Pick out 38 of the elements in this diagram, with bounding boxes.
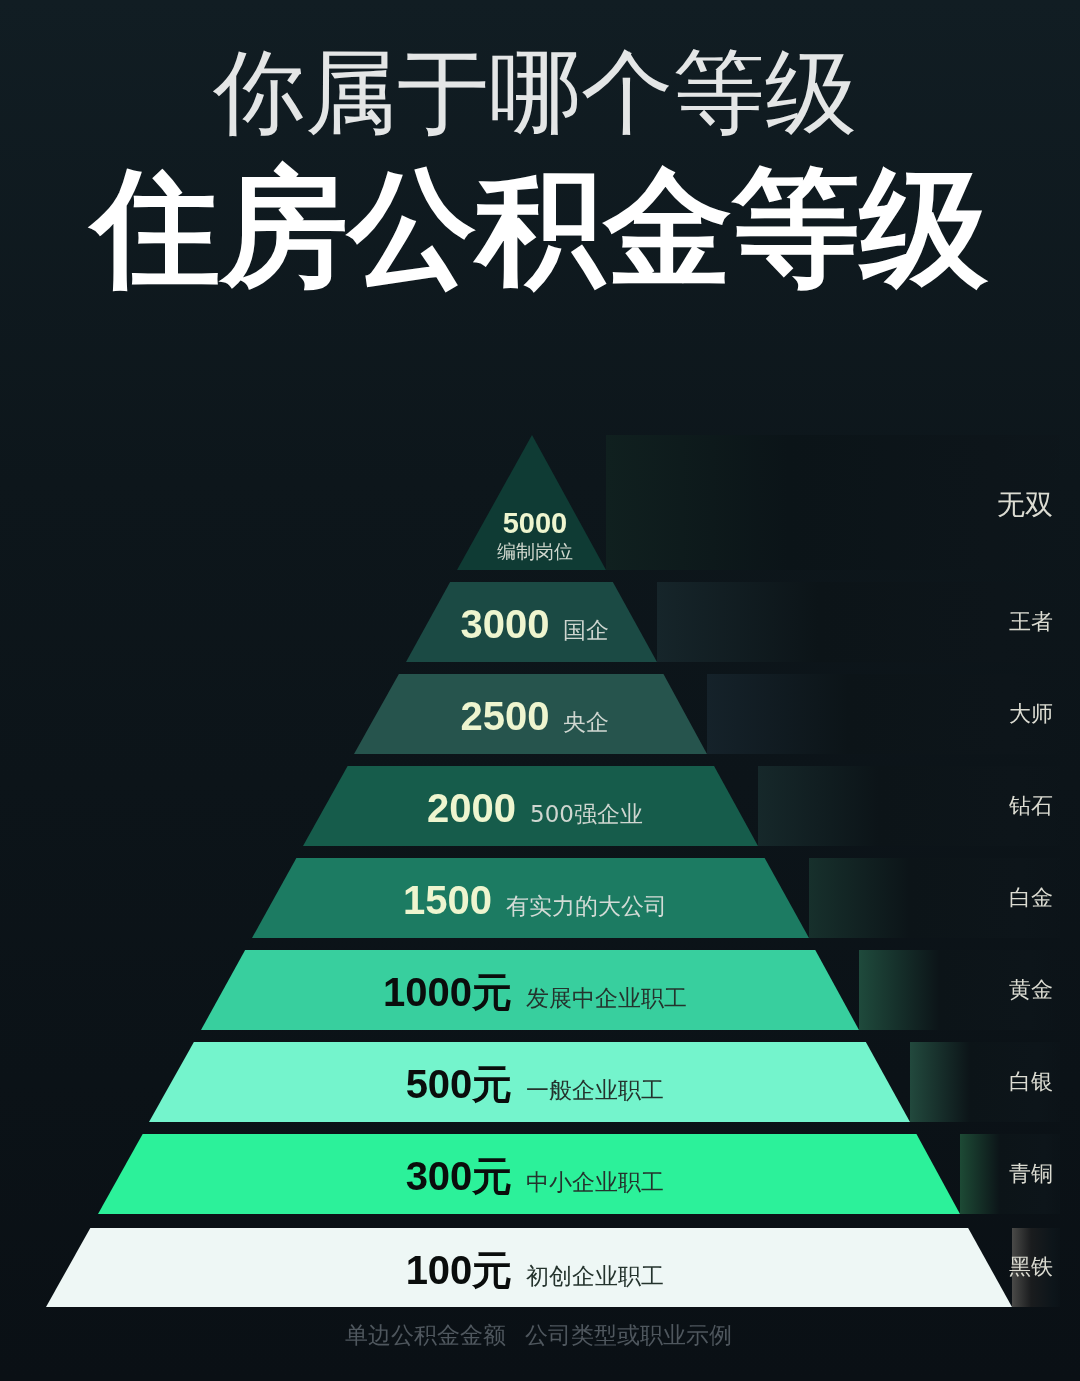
amount-value: 1500 (403, 877, 492, 923)
tier-name: 王者 (1009, 609, 1053, 636)
amount-value: 2000 (427, 785, 517, 831)
pyramid-tier (303, 766, 758, 846)
tier-name: 青铜 (1009, 1161, 1053, 1188)
tier-name: 黄金 (1009, 977, 1053, 1004)
tier-name: 无双 (997, 488, 1053, 522)
pyramid-tier (252, 858, 809, 938)
company-type: 国企 (563, 617, 610, 645)
tier-name: 大师 (1009, 701, 1053, 728)
amount-value: 500元 (405, 1061, 513, 1107)
tier-name: 白金 (1009, 885, 1053, 912)
company-type: 初创企业职工 (526, 1262, 665, 1291)
column-caption: 单边公积金金额 (345, 1322, 506, 1350)
company-type: 500强企业 (530, 801, 643, 829)
company-type: 央企 (563, 709, 610, 737)
company-type: 中小企业职工 (526, 1169, 665, 1197)
amount-value: 3000 (460, 601, 550, 647)
pyramid-tier (457, 435, 606, 570)
company-type: 发展中企业职工 (526, 985, 687, 1013)
subtitle: 你属于哪个等级 (213, 38, 857, 148)
tier-name: 钻石 (1009, 793, 1053, 820)
tier-name: 白银 (1009, 1069, 1053, 1096)
company-type: 编制岗位 (497, 540, 573, 564)
amount-value: 300元 (405, 1153, 513, 1199)
column-caption: 公司类型或职业示例 (525, 1322, 732, 1350)
tier-name: 黑铁 (1009, 1254, 1053, 1281)
amount-value: 2500 (460, 693, 550, 739)
amount-value: 1000元 (383, 969, 512, 1015)
pyramid-tier (201, 950, 859, 1030)
company-type: 一般企业职工 (526, 1077, 665, 1105)
pyramid-tier (149, 1042, 910, 1122)
amount-value: 5000 (502, 506, 568, 541)
pyramid-tier (406, 582, 657, 662)
company-type: 有实力的大公司 (506, 893, 667, 921)
pyramid-tier (354, 674, 707, 754)
amount-value: 100元 (405, 1246, 513, 1293)
pyramid-tier (98, 1134, 960, 1214)
